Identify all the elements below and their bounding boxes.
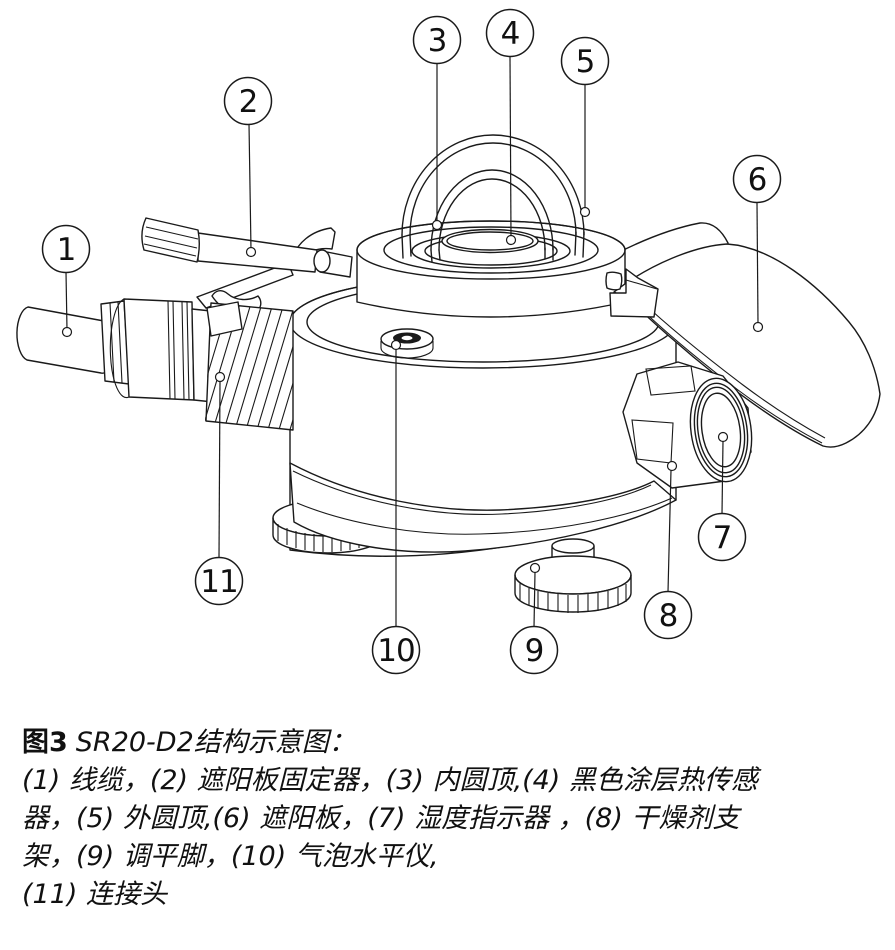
callout-9: 9 — [509, 625, 559, 675]
callout-10-number: 10 — [377, 633, 414, 669]
leveling-foot-right — [514, 538, 632, 613]
callout-5: 5 — [560, 36, 610, 86]
callout-11: 11 — [194, 556, 244, 606]
shield-bracket — [605, 268, 659, 318]
outer-dome — [401, 134, 585, 259]
callout-6-number: 6 — [748, 162, 767, 198]
caption-line-3: 架，(9) 调平脚，(10) 气泡水平仪, — [22, 841, 439, 872]
base-plate — [289, 462, 677, 553]
callout-8-number: 8 — [659, 598, 678, 634]
caption-line-1: (1) 线缆，(2) 遮阳板固定器，(3) 内圆顶,(4) 黑色涂层热传感 — [22, 765, 758, 796]
callout-3: 3 — [412, 15, 462, 65]
callout-7-number: 7 — [713, 520, 732, 556]
caption-line-2: 器，(5) 外圆顶,(6) 遮阳板，(7) 湿度指示器 ，(8) 干燥剂支 — [22, 803, 740, 834]
callout-11-number: 11 — [200, 564, 237, 600]
callout-4-number: 4 — [501, 16, 520, 52]
callout-1: 1 — [41, 224, 91, 274]
figure-diagram: 1 2 3 4 5 6 7 8 9 10 11 — [16, 8, 881, 675]
figure-title: SR20-D2结构示意图： — [75, 727, 356, 758]
humidity-indicator-cap — [689, 377, 753, 483]
callout-9-number: 9 — [525, 633, 544, 669]
cable — [16, 306, 116, 374]
callout-7: 7 — [697, 512, 747, 562]
callout-5-number: 5 — [576, 44, 595, 80]
leader-lines — [61, 56, 764, 628]
callout-3-number: 3 — [428, 23, 447, 59]
callout-2: 2 — [223, 76, 273, 126]
cable-gland — [100, 300, 130, 385]
top-flange — [356, 220, 626, 318]
caption-line-4: (11) 连接头 — [22, 879, 168, 910]
callout-4: 4 — [485, 8, 535, 58]
thermal-sensor-disc — [441, 228, 539, 254]
shade-plate-far-rim — [599, 222, 729, 263]
callout-10: 10 — [371, 625, 421, 675]
pyranometer-drawing: 1 2 3 4 5 6 7 8 9 10 11 — [16, 8, 881, 675]
connector — [109, 298, 294, 431]
callout-2-number: 2 — [239, 84, 258, 120]
callout-1-number: 1 — [57, 232, 76, 268]
figure-label: 图3 — [22, 727, 68, 758]
shade-plate-fixer-rod — [141, 217, 353, 316]
callout-8: 8 — [643, 590, 693, 640]
callout-6: 6 — [732, 154, 782, 204]
